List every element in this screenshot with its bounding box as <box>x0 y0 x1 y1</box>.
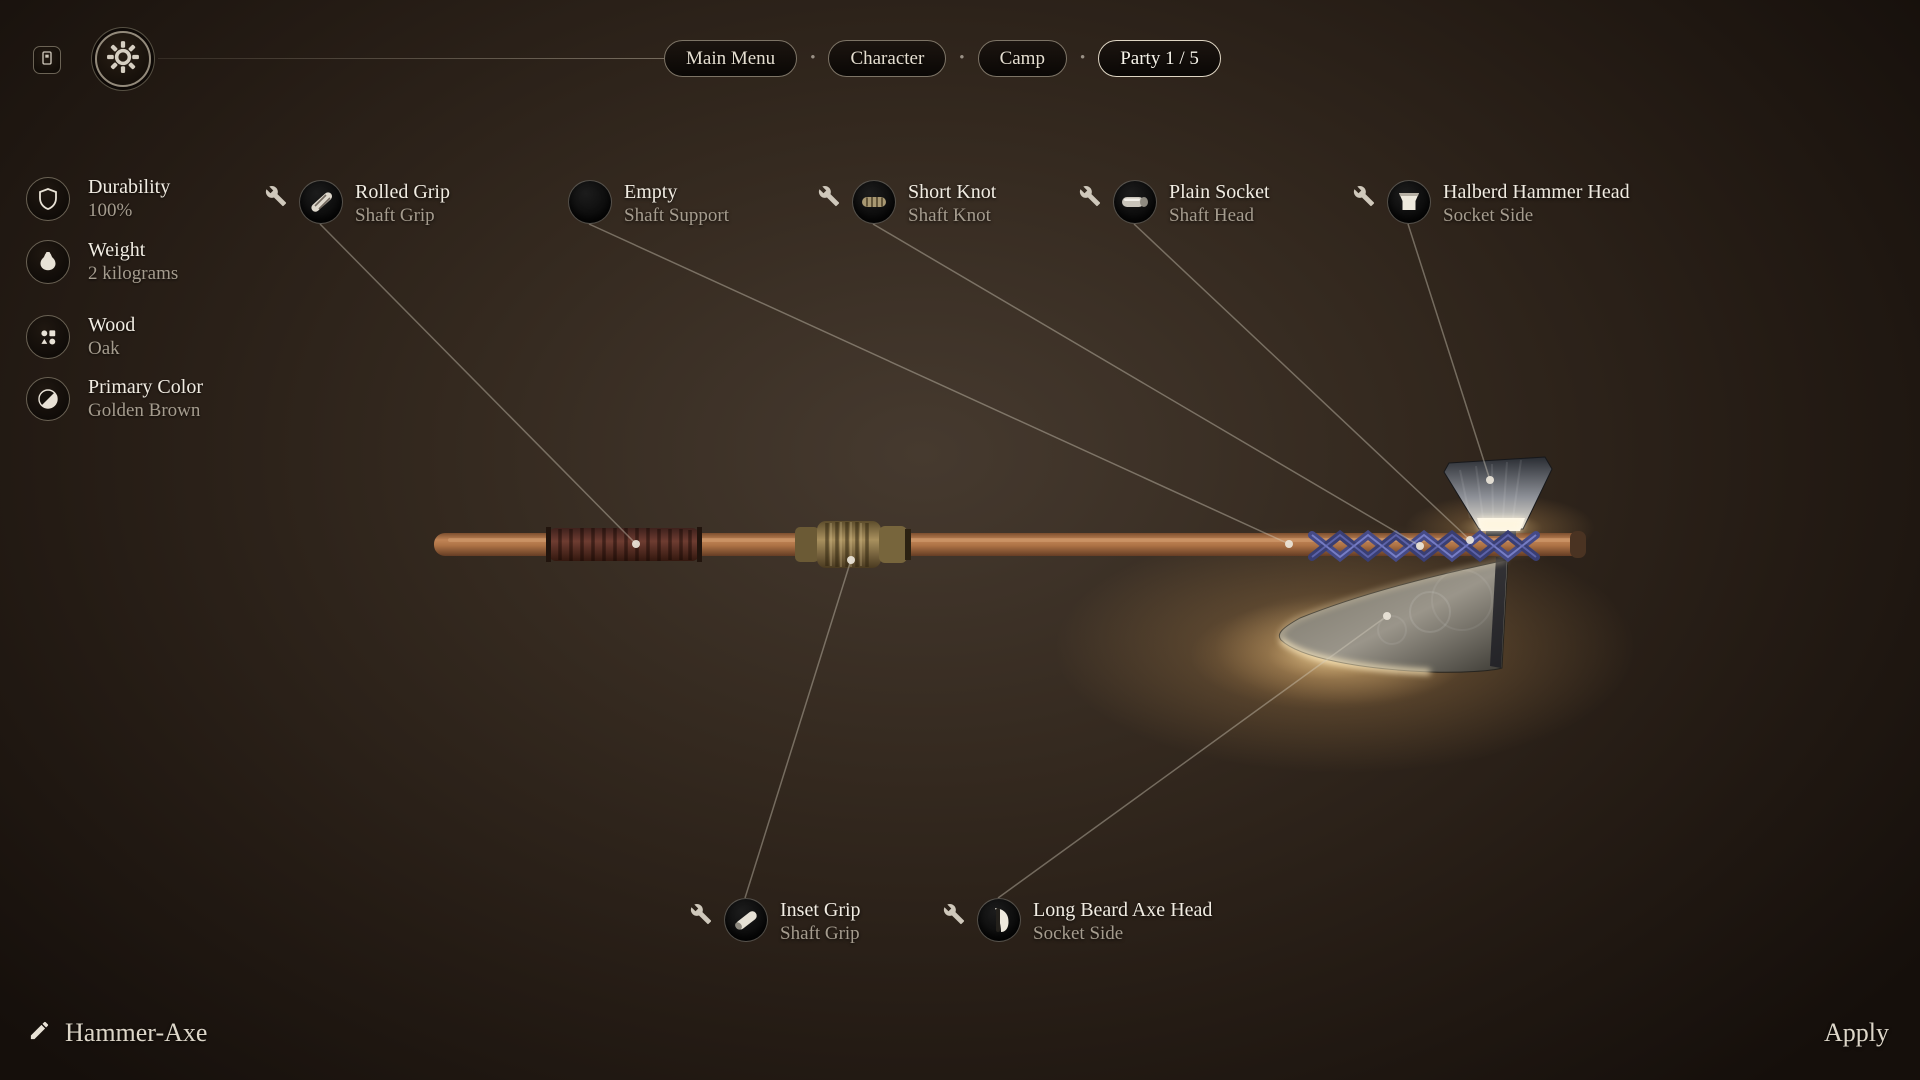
part-title: Inset Grip <box>780 899 861 921</box>
weapon-axe-blade <box>1278 555 1509 675</box>
breadcrumb: Main Menu • Character • Camp • Party 1 /… <box>664 40 1221 77</box>
breadcrumb-separator: • <box>959 50 965 66</box>
part-title: Halberd Hammer Head <box>1443 181 1630 203</box>
part-thumbnail[interactable] <box>1387 180 1431 224</box>
emblem-button[interactable] <box>33 46 61 74</box>
stat-name: Wood <box>88 314 136 336</box>
part-subtitle: Socket Side <box>1033 923 1124 944</box>
component-halberd-hammer-head[interactable]: Halberd Hammer Head Socket Side <box>1353 180 1630 227</box>
stat-name: Primary Color <box>88 376 203 398</box>
part-title: Long Beard Axe Head <box>1033 899 1213 921</box>
wrench-icon <box>265 185 287 207</box>
breadcrumb-main-menu[interactable]: Main Menu <box>664 40 798 77</box>
breadcrumb-character[interactable]: Character <box>828 40 947 77</box>
stat-value: Golden Brown <box>88 400 201 421</box>
component-rolled-grip[interactable]: Rolled Grip Shaft Grip <box>265 180 450 227</box>
weight-icon <box>26 239 70 284</box>
wrench-icon <box>943 903 965 925</box>
part-thumbnail[interactable] <box>977 898 1021 942</box>
part-subtitle: Shaft Grip <box>355 205 435 226</box>
materials-icon <box>26 314 70 359</box>
wrench-icon <box>1353 185 1375 207</box>
part-title: Empty <box>624 181 678 203</box>
breadcrumb-party[interactable]: Party 1 / 5 <box>1098 40 1221 77</box>
stat-weight: Weight 2 kilograms <box>26 238 178 285</box>
weapon-name-field[interactable]: Hammer-Axe <box>28 1018 207 1048</box>
component-short-knot[interactable]: Short Knot Shaft Knot <box>818 180 996 227</box>
stat-value: 100% <box>88 200 133 221</box>
part-subtitle: Socket Side <box>1443 205 1534 226</box>
wrench-icon <box>690 903 712 925</box>
component-shaft-support[interactable]: Empty Shaft Support <box>568 180 729 227</box>
stat-value: Oak <box>88 338 120 359</box>
weapon-inset-grip <box>795 521 911 568</box>
part-subtitle: Shaft Support <box>624 205 730 226</box>
breadcrumb-separator: • <box>810 50 816 66</box>
stat-primary-color: Primary Color Golden Brown <box>26 375 203 422</box>
part-thumbnail[interactable] <box>724 898 768 942</box>
banner-icon <box>39 50 55 71</box>
shield-icon <box>26 176 70 221</box>
part-thumbnail[interactable] <box>568 180 612 224</box>
wrench-icon <box>1079 185 1101 207</box>
component-long-beard-axe-head[interactable]: Long Beard Axe Head Socket Side <box>943 898 1212 945</box>
apply-button[interactable]: Apply <box>1824 1018 1889 1047</box>
part-subtitle: Shaft Grip <box>780 923 860 944</box>
part-subtitle: Shaft Knot <box>908 205 991 226</box>
gear-icon <box>106 40 140 79</box>
stat-value: 2 kilograms <box>88 263 179 284</box>
weapon-hammer-head <box>1443 456 1553 536</box>
weapon-name-text: Hammer-Axe <box>65 1018 208 1047</box>
stat-name: Weight <box>88 239 146 261</box>
wrench-icon <box>818 185 840 207</box>
stat-name: Durability <box>88 176 171 198</box>
stat-wood: Wood Oak <box>26 313 135 360</box>
pencil-icon <box>28 1019 51 1047</box>
color-icon <box>26 376 70 421</box>
part-thumbnail[interactable] <box>852 180 896 224</box>
stat-durability: Durability 100% <box>26 175 170 222</box>
part-title: Plain Socket <box>1169 181 1270 203</box>
component-inset-grip[interactable]: Inset Grip Shaft Grip <box>690 898 861 945</box>
settings-button[interactable] <box>95 31 151 87</box>
header-connector-line <box>158 58 666 59</box>
breadcrumb-camp[interactable]: Camp <box>977 40 1067 77</box>
weapon-rope-wrap <box>1308 529 1540 563</box>
part-title: Rolled Grip <box>355 181 450 203</box>
component-plain-socket[interactable]: Plain Socket Shaft Head <box>1079 180 1270 227</box>
part-thumbnail[interactable] <box>1113 180 1157 224</box>
part-title: Short Knot <box>908 181 997 203</box>
part-thumbnail[interactable] <box>299 180 343 224</box>
breadcrumb-separator: • <box>1079 50 1086 66</box>
part-subtitle: Shaft Head <box>1169 205 1254 226</box>
